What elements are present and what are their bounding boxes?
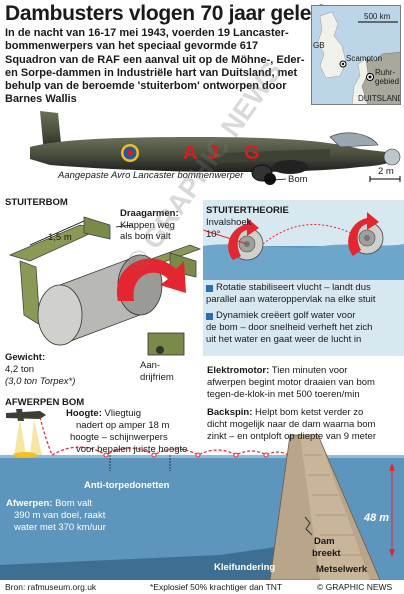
weight-title: Gewicht:: [5, 352, 46, 363]
theory-bullet-1: [206, 285, 213, 292]
drop-diagram: [0, 405, 404, 580]
motor-title: Elektromotor:: [207, 365, 270, 376]
footer-source: Bron: rafmuseum.org.uk: [5, 582, 97, 592]
motor-text-1: Tien minuten voor: [269, 365, 348, 376]
dam-break-label: Dam: [314, 536, 335, 547]
theory-point-2-b: de bom – door snelheid verheft het zich: [206, 322, 373, 333]
theory-point-1-b: parallel aan wateroppervlak na elke stui…: [206, 294, 376, 305]
dam-break-label-2: breekt: [312, 548, 341, 559]
footer-note: *Explosief 50% krachtiger dan TNT: [150, 582, 283, 592]
release-text-2: 390 m van doel, raakt: [14, 510, 106, 521]
motor-text: Elektromotor: Tien minuten voor: [207, 365, 347, 376]
foundation-label: Kleifundering: [214, 562, 276, 573]
height-text: Hoogte: Vliegtuig: [66, 408, 141, 419]
dam-depth: 48 m: [364, 512, 390, 524]
backspin-text-3: zinkt – en ontploft op diepte van 9 mete…: [207, 431, 376, 442]
stuiterbom-header: STUITERBOM: [5, 197, 68, 208]
plane-marking: AJ G: [183, 142, 270, 164]
bomb-diagram: [8, 216, 202, 356]
intro-text: In de nacht van 16-17 mei 1943, voerden …: [5, 27, 305, 106]
theory-point-1: Rotatie stabiliseert vlucht – landt dus: [216, 282, 371, 293]
backspin-text-2: dicht mogelijk naar de dam waarna bom: [207, 419, 376, 430]
bomb-width: 1,5 m: [48, 232, 72, 243]
height-title: Hoogte:: [66, 408, 102, 419]
map-label-germany: DUITSLAND: [358, 94, 401, 103]
angle-value: 10°: [206, 229, 221, 240]
map-graphic: [312, 6, 400, 104]
motor-text-2: afwerpen begint motor draaien van bom: [207, 377, 375, 388]
release-text: Afwerpen: Bom valt: [6, 498, 92, 509]
theory-bullet-2: [206, 313, 213, 320]
map-label-scampton: Scampton: [346, 54, 383, 63]
theory-point-2-c: uit het water en gaat weer de lucht in: [206, 334, 362, 345]
release-text-1: Bom valt: [52, 498, 93, 509]
footer-credit: © GRAPHIC NEWS: [317, 582, 393, 592]
map-label-ruhr: Ruhr-: [375, 68, 396, 77]
height-text-1: Vliegtuig: [101, 408, 141, 419]
weight-note: (3,0 ton Torpex*): [5, 376, 76, 387]
afwerpen-header: AFWERPEN BOM: [5, 397, 85, 408]
torpedo-nets-label: Anti-torpedonetten: [84, 480, 170, 491]
angle-label: Invalshoek: [206, 217, 252, 228]
bomb-label: Bom: [288, 174, 308, 185]
arms-text: Klappen weg: [120, 220, 175, 231]
theory-point-2: Dynamiek creëert golf water voor: [216, 310, 356, 321]
weight-value: 4,2 ton: [5, 364, 35, 375]
map-label-gb: GB: [313, 41, 325, 50]
page-title: Dambusters vlogen 70 jaar geleden: [5, 2, 348, 25]
map-scale: 500 km: [364, 12, 391, 21]
arms-title: Draagarmen:: [120, 208, 179, 219]
height-text-2: nadert op amper 18 m: [76, 420, 170, 431]
release-text-3: water met 370 km/uur: [14, 522, 106, 533]
locator-map: 500 km GB Scampton Ruhr- gebied DUITSLAN…: [311, 5, 401, 105]
arms-text-2: als bom valt: [120, 231, 171, 242]
plane-caption: Aangepaste Avro Lancaster bommenwerper: [58, 170, 244, 181]
height-text-4: voor bepalen juiste hoogte: [76, 444, 188, 455]
drive-belt-label-2: drijfriem: [140, 372, 174, 383]
drive-belt-label: Aan-: [140, 360, 161, 371]
map-label-ruhr-2: gebied: [375, 77, 400, 86]
masonry-label: Metselwerk: [316, 564, 368, 575]
height-text-3: hoogte – schijnwerpers: [70, 432, 168, 443]
theory-header: STUITERTHEORIE: [206, 205, 289, 216]
motor-text-3: tegen-de-klok-in met 500 toeren/min: [207, 389, 360, 400]
backspin-text: Backspin: Helpt bom ketst verder zo: [207, 407, 363, 418]
backspin-text-1: Helpt bom ketst verder zo: [252, 407, 364, 418]
theory-diagram: [203, 212, 404, 280]
backspin-title: Backspin:: [207, 407, 253, 418]
release-title: Afwerpen:: [6, 498, 53, 509]
plane-scale: 2 m: [378, 166, 394, 177]
lancaster-plane: [30, 111, 401, 185]
